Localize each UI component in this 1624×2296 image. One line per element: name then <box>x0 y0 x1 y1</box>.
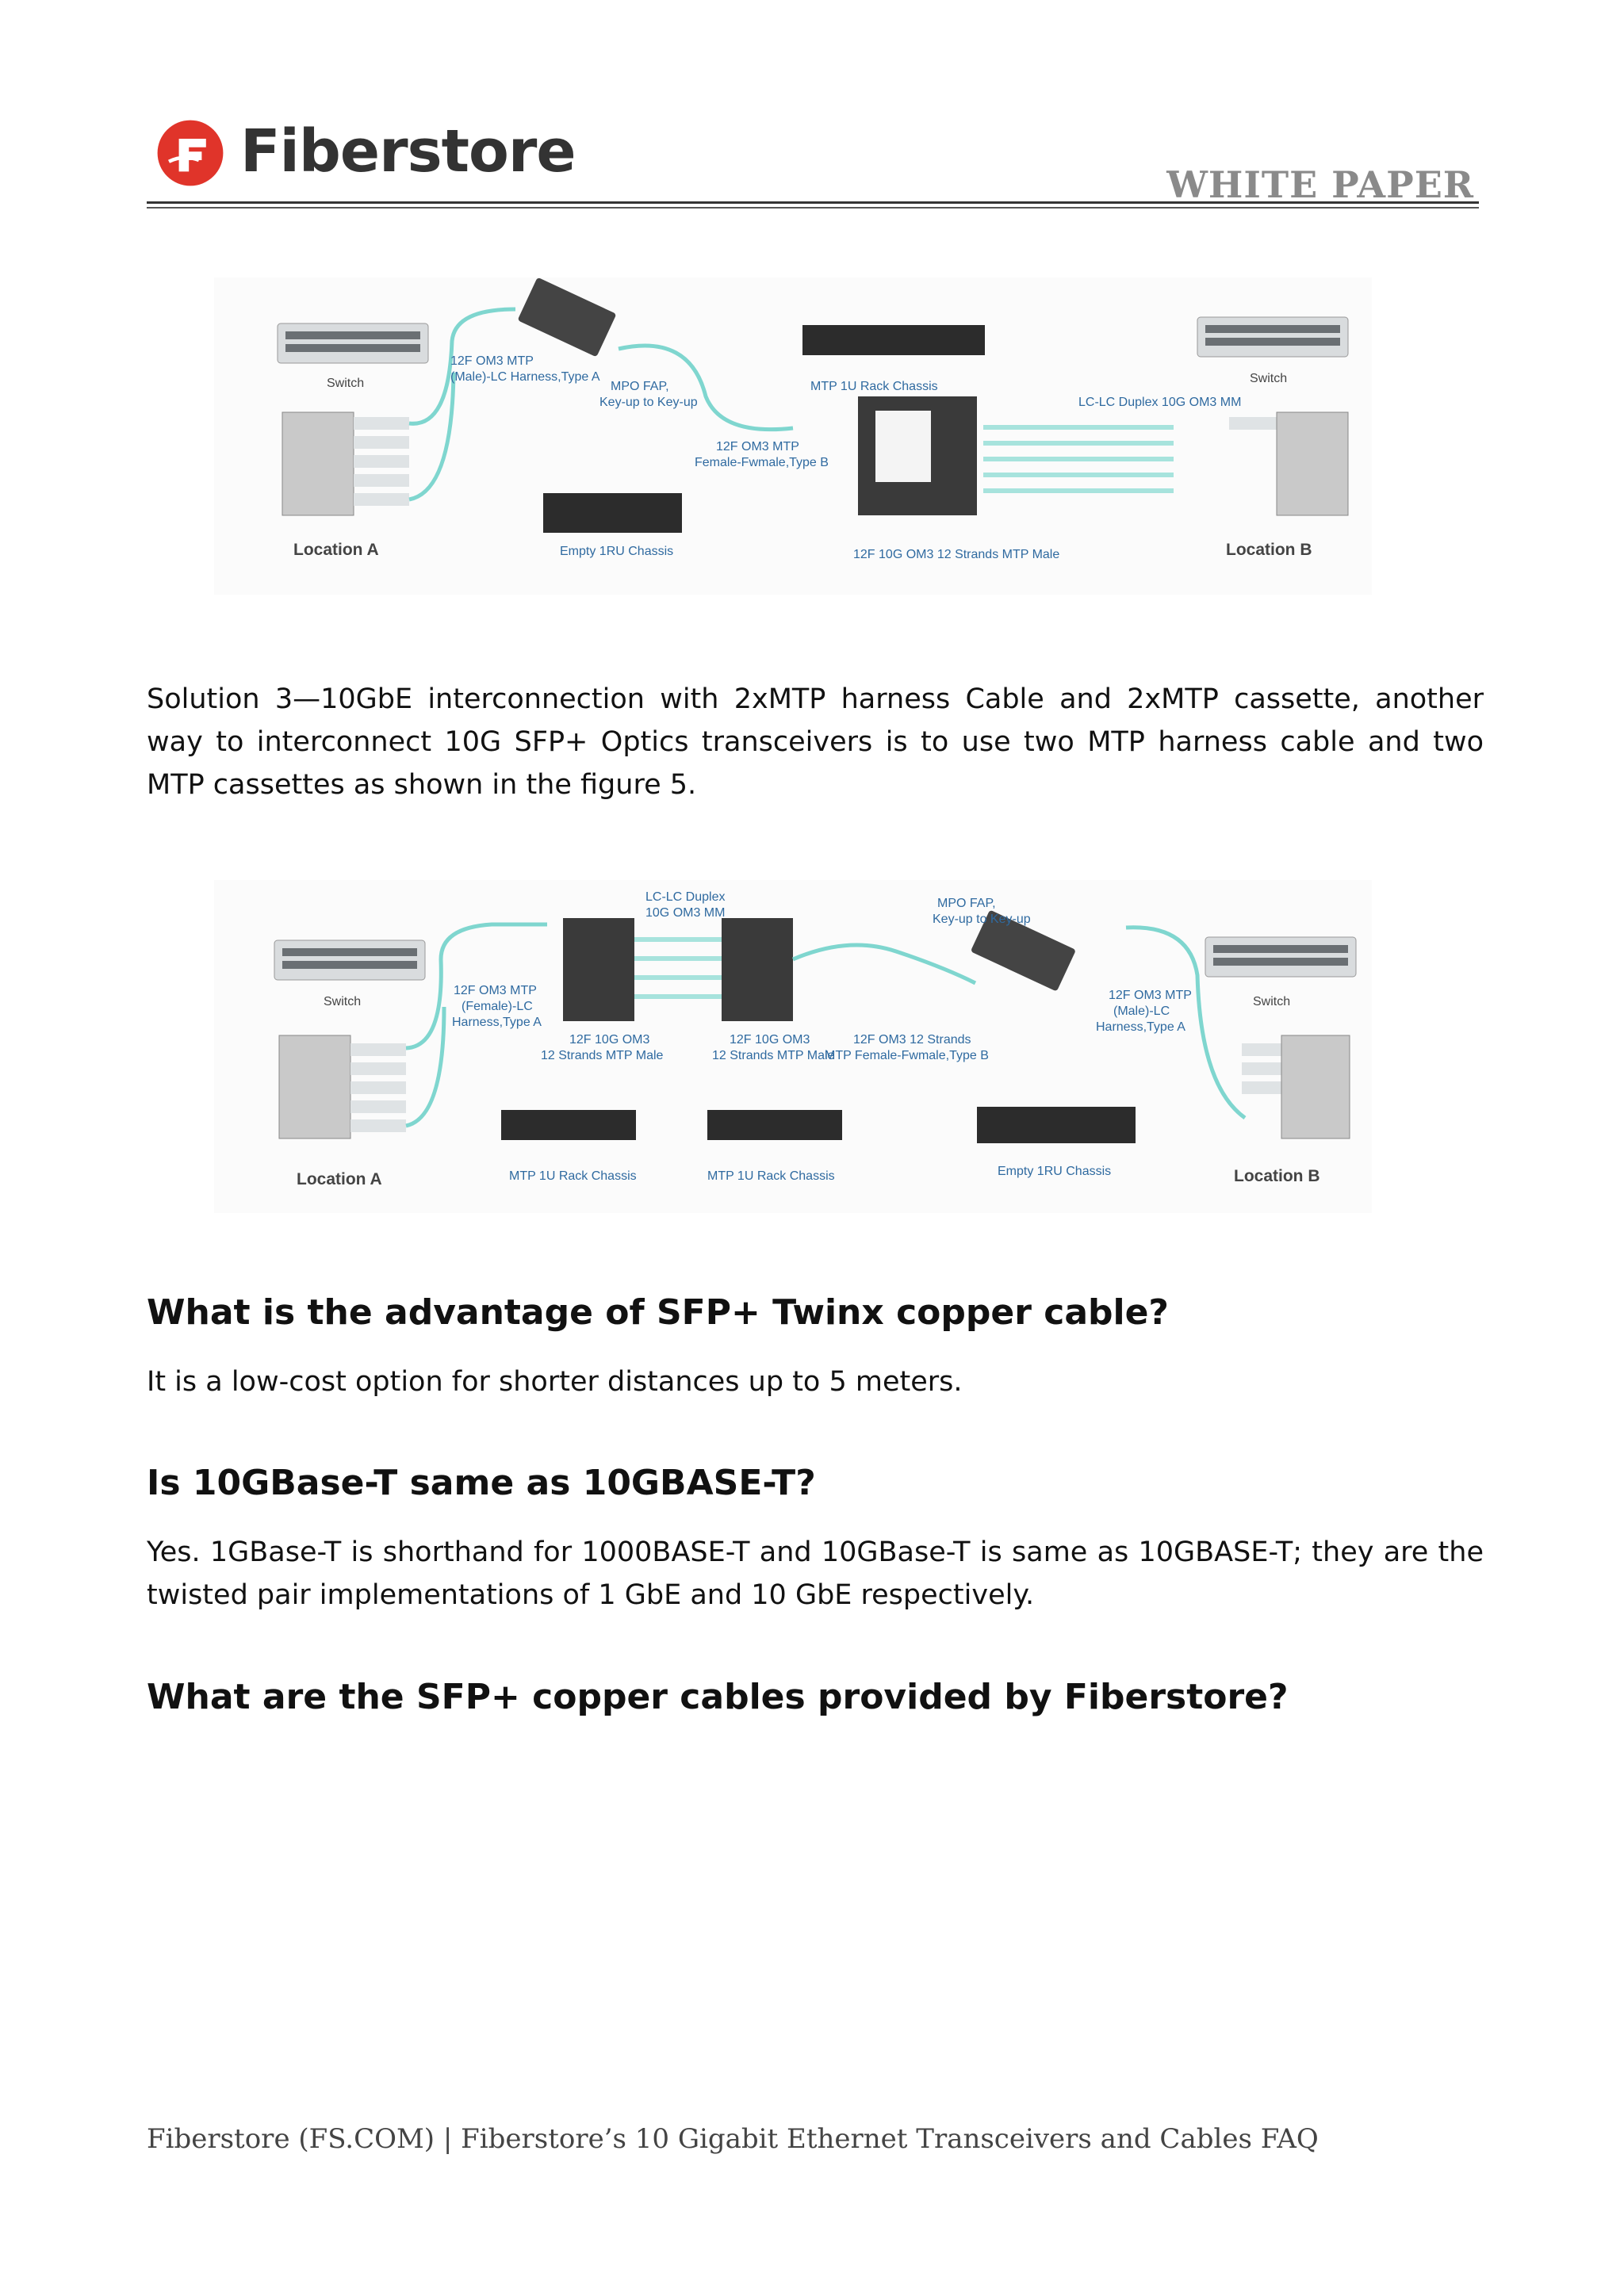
switch-b-label: Switch <box>1253 995 1290 1008</box>
switch-a-icon <box>274 939 426 981</box>
empty-chassis-label: Empty 1RU Chassis <box>998 1165 1111 1178</box>
duplex-label: LC-LC Duplex 10G OM3 MM <box>1078 396 1241 409</box>
switch-a-label: Switch <box>324 995 361 1008</box>
location-b-label: Location B <box>1226 541 1312 559</box>
transceiver-stack-a-icon <box>282 411 409 516</box>
brand-name: Fiberstore <box>240 117 576 186</box>
harness-cable-b <box>1125 925 1247 1120</box>
location-b-label: Location B <box>1234 1167 1320 1185</box>
cassette-2-line2: 12 Strands MTP Male <box>712 1049 835 1062</box>
empty-chassis-label: Empty 1RU Chassis <box>560 545 673 558</box>
rack-chassis-1-icon <box>501 1110 636 1140</box>
faq-question-1: What is the advantage of SFP+ Twinx copp… <box>147 1292 1169 1333</box>
rack-chassis-label: MTP 1U Rack Chassis <box>810 380 938 393</box>
rack-chassis-2-icon <box>707 1110 842 1140</box>
fap-line1: MPO FAP, <box>937 897 996 910</box>
mtp-cassette-2-icon <box>722 918 793 1021</box>
harness-b-line1: 12F OM3 MTP <box>1109 989 1192 1002</box>
duplex-line2: 10G OM3 MM <box>645 906 725 920</box>
trunk-cable <box>618 343 794 432</box>
page-header: Fiberstore WHITE PAPER <box>147 109 1479 212</box>
header-rule <box>147 201 1479 204</box>
trunk-cable <box>792 943 977 985</box>
duplex-line1: LC-LC Duplex <box>645 890 725 904</box>
network-diagram-2: Switch Location A 12F OM3 MTP (Female)-L… <box>274 890 1357 1188</box>
empty-chassis-icon <box>543 493 682 533</box>
fap-line2: Key-up to Key-up <box>933 913 1031 926</box>
transceiver-stack-b-icon <box>1229 411 1349 516</box>
trunk-line1: 12F OM3 MTP <box>716 440 799 453</box>
network-diagram-1: Switch Location A 12F OM3 MTP (Male)-LC … <box>277 277 1349 561</box>
fap-line1: MPO FAP, <box>611 380 669 393</box>
trunk-line2: Female-Fwmale,Type B <box>695 456 829 469</box>
trunk-line2: MTP Female-Fwmale,Type B <box>825 1049 989 1062</box>
faq-question-3: What are the SFP+ copper cables provided… <box>147 1677 1289 1717</box>
rack-chassis-icon <box>802 325 985 355</box>
solution-3-paragraph: Solution 3—10GbE interconnection with 2x… <box>147 683 1484 801</box>
harness-b-line2: (Male)-LC <box>1113 1004 1170 1018</box>
harness-cable-a <box>408 307 516 426</box>
harness-a-line2: (Female)-LC <box>462 1000 533 1013</box>
figure-5-diagram: Switch Location A 12F OM3 MTP (Female)-L… <box>214 880 1372 1213</box>
trunk-line1: 12F OM3 12 Strands <box>853 1033 971 1047</box>
harness-a-line3: Harness,Type A <box>452 1016 542 1029</box>
cassette-1-line2: 12 Strands MTP Male <box>541 1049 664 1062</box>
header-rule-thin <box>147 207 1479 209</box>
svg-text:(Male)-LC Harness,Type A: (Male)-LC Harness,Type A <box>450 370 600 384</box>
document-type: WHITE PAPER <box>1166 163 1474 206</box>
svg-text:12F OM3 MTP: 12F OM3 MTP <box>450 354 534 368</box>
harness-b-line3: Harness,Type A <box>1096 1020 1185 1034</box>
switch-b-icon <box>1197 316 1349 358</box>
location-a-label: Location A <box>293 541 379 559</box>
page-footer: Fiberstore (FS.COM) | Fiberstore’s 10 Gi… <box>147 2123 1319 2155</box>
transceiver-stack-a-icon <box>278 1035 406 1139</box>
chassis-1-label: MTP 1U Rack Chassis <box>509 1169 637 1183</box>
empty-chassis-icon <box>977 1107 1136 1143</box>
faq-answer-1: It is a low-cost option for shorter dist… <box>147 1366 963 1398</box>
switch-a-label: Switch <box>327 377 364 390</box>
fiberstore-logo-icon <box>157 120 224 186</box>
duplex-cables <box>634 937 722 999</box>
duplex-cables <box>983 425 1174 493</box>
harness-a-line1: 12F OM3 MTP <box>450 354 534 368</box>
harness-a-line1: 12F OM3 MTP <box>454 984 537 997</box>
chassis-2-label: MTP 1U Rack Chassis <box>707 1169 835 1183</box>
cassette-2-line1: 12F 10G OM3 <box>730 1033 810 1047</box>
switch-b-label: Switch <box>1250 372 1287 385</box>
cassette-label: 12F 10G OM3 12 Strands MTP Male <box>853 548 1059 561</box>
switch-b-icon <box>1205 936 1357 978</box>
harness-cable-a <box>405 922 547 1050</box>
fap-line2: Key-up to Key-up <box>599 396 698 409</box>
mtp-cassette-1-icon <box>563 918 634 1021</box>
faq-question-2: Is 10GBase-T same as 10GBASE-T? <box>147 1463 816 1503</box>
switch-a-icon <box>277 323 429 364</box>
transceiver-stack-b-icon <box>1242 1035 1350 1139</box>
faq-answer-2: Yes. 1GBase-T is shorthand for 1000BASE-… <box>147 1536 1484 1611</box>
cassette-1-line1: 12F 10G OM3 <box>569 1033 649 1047</box>
location-a-label: Location A <box>297 1170 382 1188</box>
figure-solution-2-diagram: Switch Location A 12F OM3 MTP (Male)-LC … <box>214 277 1372 595</box>
mpo-fap-icon <box>518 277 616 357</box>
mpo-fap-icon <box>971 910 1075 991</box>
harness-a-line2: (Male)-LC Harness,Type A <box>450 370 600 384</box>
